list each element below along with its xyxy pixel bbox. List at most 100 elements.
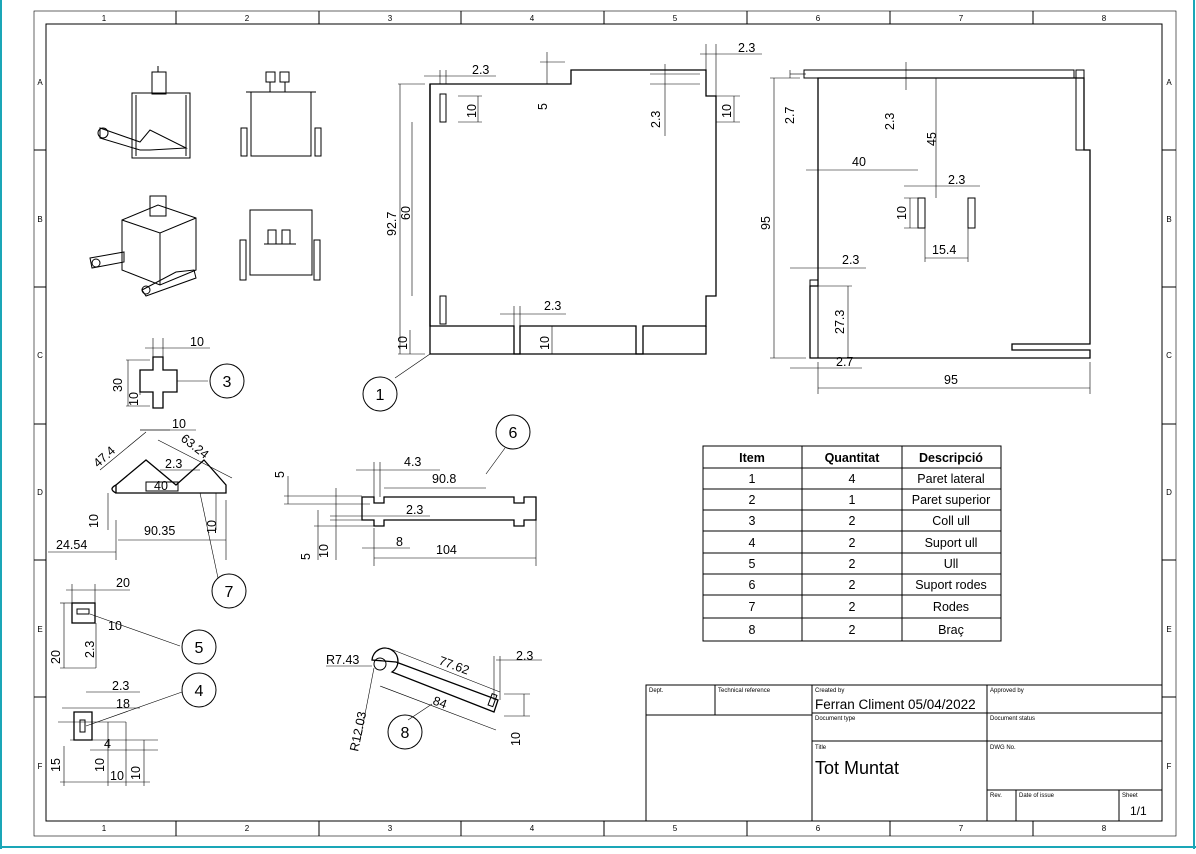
balloon-8: 8 bbox=[401, 725, 410, 742]
dim-p1-right-notch: 10 bbox=[720, 104, 734, 118]
dim-p1-total-height: 92.7 bbox=[385, 212, 399, 236]
dim-p1-right-tab: 2.3 bbox=[738, 41, 755, 55]
balloon-1: 1 bbox=[376, 387, 385, 404]
bom-row-8-desc: Braç bbox=[938, 623, 964, 637]
zone-col-7: 7 bbox=[959, 14, 964, 23]
dim-p6-inner-length: 90.8 bbox=[432, 472, 456, 486]
tb-title-value: Tot Muntat bbox=[815, 758, 899, 778]
dim-p7-width: 90.35 bbox=[144, 524, 175, 538]
zone-row-f: F bbox=[38, 762, 43, 771]
dim-p8-slot: 2.3 bbox=[516, 649, 533, 663]
dim-p7-left-height: 10 bbox=[87, 514, 101, 528]
tb-title-label: Title bbox=[815, 745, 827, 751]
bom-row-3-desc: Coll ull bbox=[932, 514, 970, 528]
bom-header-desc: Descripció bbox=[919, 451, 983, 465]
zone-col-2-bottom: 2 bbox=[245, 824, 250, 833]
tb-approved-by-label: Approved by bbox=[990, 688, 1024, 694]
assembly-iso-view bbox=[89, 195, 197, 297]
part-2-view: 2.7 2.3 45 40 2.3 10 15.4 95 2.3 27.3 2.… bbox=[759, 62, 1091, 394]
bom-row-4-qty: 2 bbox=[849, 536, 856, 550]
assembly-side-view bbox=[240, 71, 322, 157]
bom-row-4-item: 4 bbox=[749, 536, 756, 550]
balloon-4: 4 bbox=[195, 683, 204, 700]
zone-row-c: C bbox=[37, 351, 43, 360]
dim-p6-end-length: 8 bbox=[396, 535, 403, 549]
dim-p7-right-height: 10 bbox=[205, 520, 219, 534]
tb-created-by-value: Ferran Climent 05/04/2022 bbox=[815, 697, 976, 712]
zone-row-d: D bbox=[37, 488, 43, 497]
bom-row-7-qty: 2 bbox=[849, 600, 856, 614]
tb-date-issue-label: Date of issue bbox=[1019, 793, 1055, 799]
tb-tech-ref-label: Technical reference bbox=[718, 688, 771, 694]
zone-labels: 1 2 3 4 5 6 7 8 1 2 3 4 5 6 7 8 A B C D … bbox=[37, 14, 1172, 833]
title-block: Dept. Technical reference Created by App… bbox=[645, 684, 1163, 822]
bom-header-item: Item bbox=[739, 451, 765, 465]
dim-p1-bottom-margin: 10 bbox=[396, 336, 410, 350]
dim-p2-edge-left: 2.7 bbox=[783, 107, 797, 124]
bom-row-5-item: 5 bbox=[749, 557, 756, 571]
part-6-view: 5 4.3 90.8 2.3 5 10 8 104 bbox=[273, 447, 537, 566]
dim-p1-top-thickness: 2.3 bbox=[649, 111, 663, 128]
dim-p4-height: 15 bbox=[49, 758, 63, 772]
bom-row-6-item: 6 bbox=[749, 578, 756, 592]
dim-p1-top-step: 5 bbox=[536, 103, 550, 110]
dim-p3-height: 30 bbox=[111, 378, 125, 392]
dim-p1-left-slot-height: 10 bbox=[465, 104, 479, 118]
bom-row-7-item: 7 bbox=[749, 600, 756, 614]
bom-row-3-item: 3 bbox=[749, 514, 756, 528]
dim-p4-slot: 4 bbox=[104, 737, 111, 751]
tb-doc-type-label: Document type bbox=[815, 716, 856, 722]
bom-header-qty: Quantitat bbox=[825, 451, 881, 465]
dim-p4-width: 18 bbox=[116, 697, 130, 711]
bom-table: Item Quantitat Descripció 1 4 Paret late… bbox=[702, 445, 1002, 642]
zone-col-8: 8 bbox=[1102, 14, 1107, 23]
dim-p2-bottom-edge: 2.7 bbox=[836, 355, 853, 369]
bom-row-1-desc: Paret lateral bbox=[917, 472, 984, 486]
dim-p2-bottom-slot-height: 27.3 bbox=[833, 310, 847, 334]
zone-col-4-bottom: 4 bbox=[530, 824, 535, 833]
dim-p2-slot-offset-y: 45 bbox=[925, 132, 939, 146]
dim-p5-slot: 10 bbox=[108, 619, 122, 633]
dim-p2-top-thickness: 2.3 bbox=[883, 113, 897, 130]
dim-p2-height: 95 bbox=[759, 216, 773, 230]
dim-p1-bottom-tab-height: 10 bbox=[538, 336, 552, 350]
tb-sheet-value: 1/1 bbox=[1130, 804, 1147, 818]
zone-row-e-right: E bbox=[1166, 625, 1171, 634]
tb-sheet-label: Sheet bbox=[1122, 793, 1138, 799]
zone-row-f-right: F bbox=[1167, 762, 1172, 771]
dim-p2-slot-offset-x: 40 bbox=[852, 155, 866, 169]
bom-row-8-item: 8 bbox=[749, 623, 756, 637]
dim-p6-end-height: 5 bbox=[299, 553, 313, 560]
tb-rev-label: Rev. bbox=[990, 793, 1002, 799]
bom-row-2-desc: Paret superior bbox=[912, 493, 991, 507]
dim-p2-bottom-slot-width: 2.3 bbox=[842, 253, 859, 267]
zone-col-3: 3 bbox=[388, 14, 393, 23]
bom-row-7-desc: Rodes bbox=[933, 600, 969, 614]
dim-p3-neck-width: 10 bbox=[190, 335, 204, 349]
zone-col-3-bottom: 3 bbox=[388, 824, 393, 833]
bom-row-8-qty: 2 bbox=[849, 623, 856, 637]
zone-row-d-right: D bbox=[1166, 488, 1172, 497]
part-1-view: 2.3 5 2.3 2.3 10 10 10 92.7 60 2.3 10 bbox=[385, 41, 762, 355]
zone-col-7-bottom: 7 bbox=[959, 824, 964, 833]
dim-p6-height: 10 bbox=[317, 544, 331, 558]
dim-p4-slot-height: 10 bbox=[93, 758, 107, 772]
assembly-front-view bbox=[97, 66, 191, 159]
zone-row-b-right: B bbox=[1166, 215, 1171, 224]
sheet-frame bbox=[33, 10, 1177, 837]
part-balloons: 1 3 4 5 6 7 8 bbox=[181, 353, 531, 750]
dim-p7-top-gap: 10 bbox=[172, 417, 186, 431]
balloon-3: 3 bbox=[223, 374, 232, 391]
dim-p1-slot-spacing: 60 bbox=[399, 206, 413, 220]
dim-p6-thickness: 2.3 bbox=[406, 503, 423, 517]
dim-p7-slot-thickness: 2.3 bbox=[165, 457, 182, 471]
zone-col-2: 2 bbox=[245, 14, 250, 23]
dim-p6-tab-offset: 5 bbox=[273, 471, 287, 478]
tb-dwg-no-label: DWG No. bbox=[990, 745, 1016, 751]
part-4-view: 2.3 18 4 15 10 10 10 bbox=[49, 679, 183, 786]
dim-p3-body-height: 10 bbox=[127, 392, 141, 406]
balloon-5: 5 bbox=[195, 640, 204, 657]
bom-row-2-item: 2 bbox=[749, 493, 756, 507]
assembly-rear-view bbox=[239, 209, 321, 281]
dim-p8-end: 10 bbox=[509, 732, 523, 746]
